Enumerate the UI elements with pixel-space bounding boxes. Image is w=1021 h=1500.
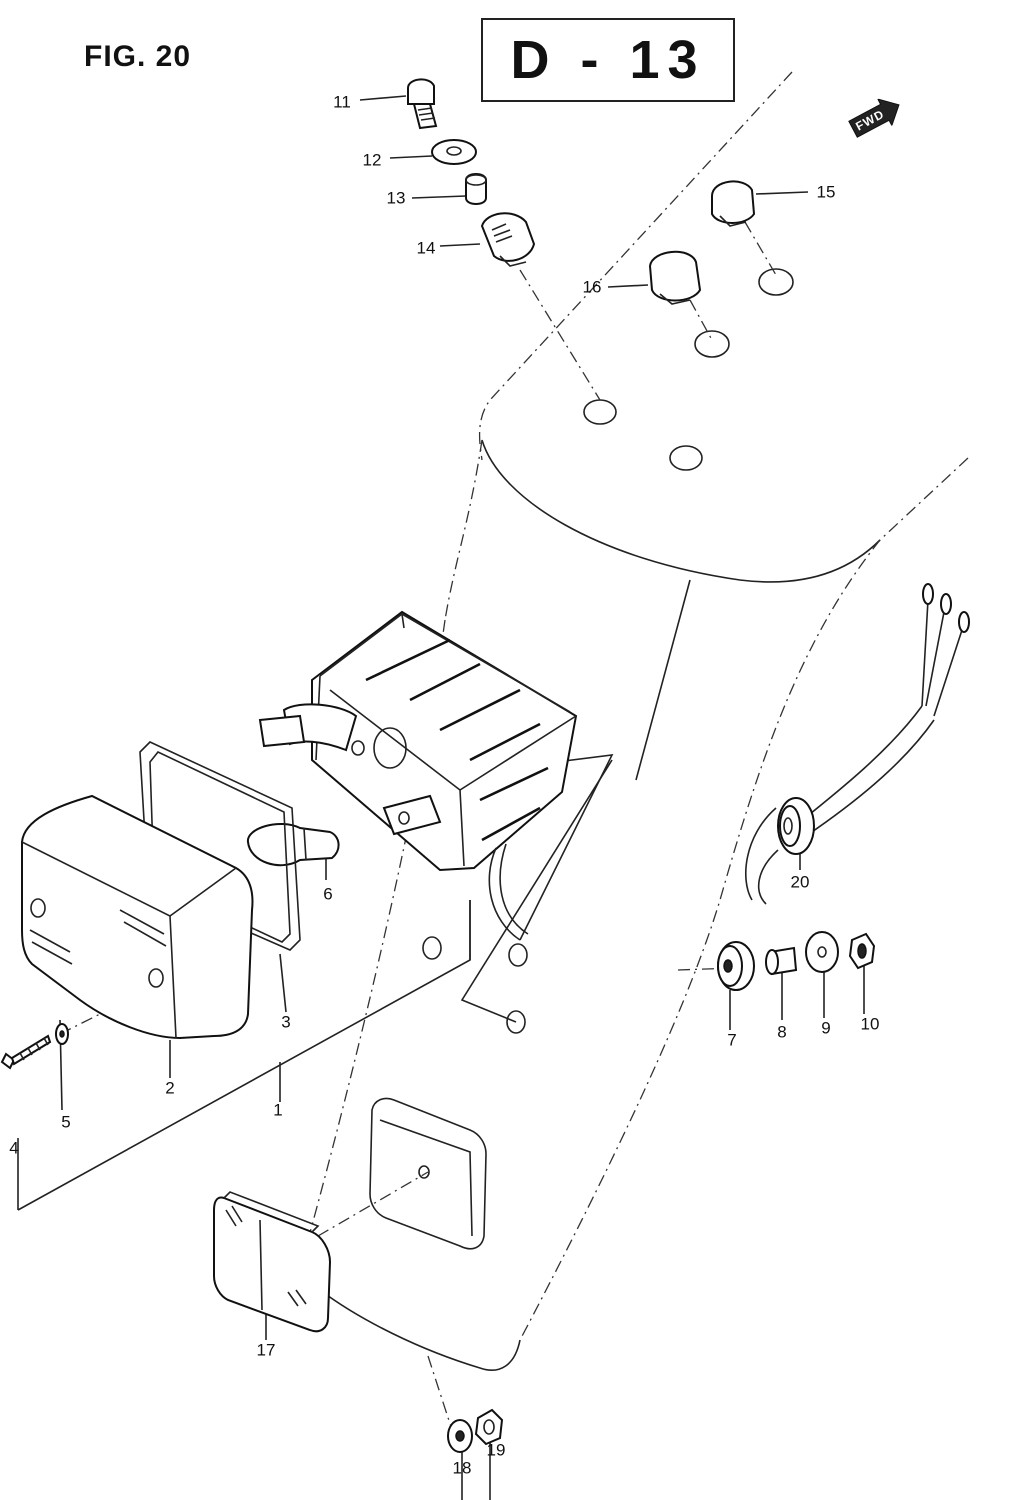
forward-arrow: FWD xyxy=(844,91,908,144)
callout-3: 3 xyxy=(281,1012,291,1032)
callout-6: 6 xyxy=(323,884,333,904)
callout-13: 13 xyxy=(386,188,406,208)
callout-17: 17 xyxy=(256,1340,276,1360)
callout-15: 15 xyxy=(816,182,836,202)
cushion-part-14 xyxy=(480,212,536,267)
callout-16: 16 xyxy=(582,277,602,297)
callout-5: 5 xyxy=(61,1112,71,1132)
washer-part-5 xyxy=(55,1023,69,1045)
callout-4: 4 xyxy=(9,1138,19,1158)
callout-18: 18 xyxy=(452,1458,472,1478)
wire-grommet-part-20 xyxy=(745,583,970,905)
fender-holes xyxy=(422,268,794,1034)
washer-part-9 xyxy=(805,931,839,973)
nut-part-19 xyxy=(474,1408,504,1446)
callout-20: 20 xyxy=(790,872,810,892)
washer-part-12 xyxy=(431,139,477,165)
section-code: D - 13 xyxy=(510,30,706,90)
callout-8: 8 xyxy=(777,1022,787,1042)
plug-part-16 xyxy=(648,250,702,305)
washer-part-18 xyxy=(447,1419,473,1453)
bolt-part-11 xyxy=(407,78,438,130)
figure-title: FIG. 20 xyxy=(84,40,192,73)
callout-2: 2 xyxy=(165,1078,175,1098)
leader-lines xyxy=(17,221,777,1437)
callout-14: 14 xyxy=(416,238,436,258)
nut-part-10 xyxy=(848,932,876,970)
section-code-box: D - 13 xyxy=(481,18,735,102)
plug-part-15 xyxy=(711,180,756,227)
collar-part-8 xyxy=(765,946,798,976)
callout-7: 7 xyxy=(727,1030,737,1050)
callout-1: 1 xyxy=(273,1100,283,1120)
reflector-mount xyxy=(369,1097,487,1250)
grommet-part-7 xyxy=(717,941,755,991)
callout-12: 12 xyxy=(362,150,382,170)
callout-11: 11 xyxy=(333,92,351,112)
callout-19: 19 xyxy=(486,1440,506,1460)
callout-10: 10 xyxy=(860,1014,880,1034)
reflector-part-17 xyxy=(213,1191,332,1333)
screw-part-4 xyxy=(0,1034,52,1070)
callout-9: 9 xyxy=(821,1018,831,1038)
collar-part-13 xyxy=(465,173,487,205)
forward-arrow-icon xyxy=(848,98,900,138)
lens-part-2 xyxy=(21,794,254,1040)
tail-light-housing-part-1 xyxy=(258,610,578,941)
bulb-part-6 xyxy=(247,823,340,867)
